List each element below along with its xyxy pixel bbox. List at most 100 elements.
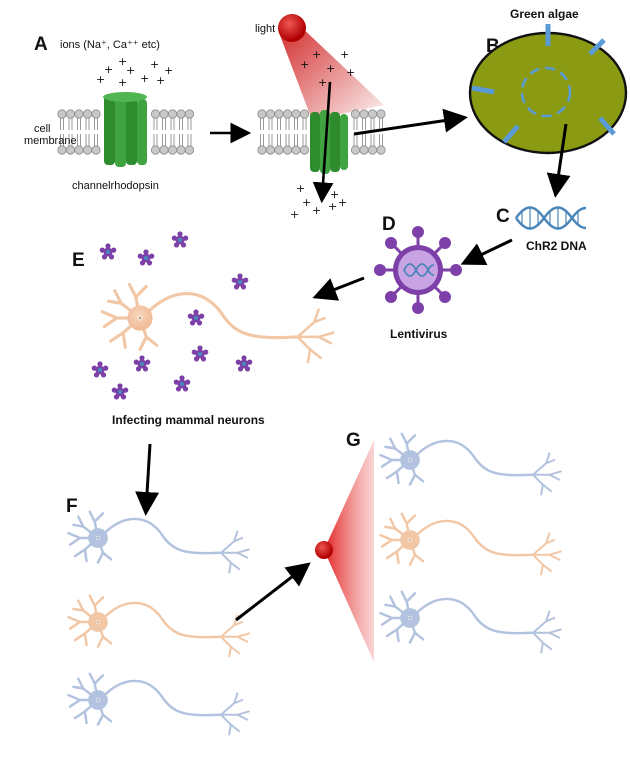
lipid-head: [367, 109, 378, 119]
lentivirus-label: Lentivirus: [390, 327, 448, 341]
lipid-head: [65, 145, 76, 155]
lipid-head: [274, 145, 284, 155]
panel-a: A ions (Na⁺, Ca⁺⁺ etc) +++ +++ +++ cell …: [24, 34, 252, 192]
panel-letter-f: F: [66, 496, 78, 517]
lipid-head: [176, 109, 186, 119]
lipid-head: [367, 145, 378, 155]
channelrhodopsin-label: channelrhodopsin: [72, 180, 159, 192]
lipid-head: [57, 109, 67, 119]
light-source-icon: [315, 541, 333, 559]
lipid-head: [176, 145, 186, 155]
lipid-head: [74, 109, 84, 119]
lipid-head: [91, 109, 101, 119]
lipid-head: [65, 109, 76, 119]
lipid-head: [257, 109, 267, 119]
light-source-icon: [278, 14, 306, 42]
panel-letter-d: D: [382, 214, 396, 235]
svg-text:+: +: [302, 196, 311, 209]
neuron-icon: [67, 672, 251, 736]
svg-text:+: +: [164, 64, 173, 77]
neuron-icon: [67, 594, 251, 658]
svg-text:+: +: [118, 55, 127, 68]
algae-cell-icon: [468, 24, 628, 155]
membrane-icon: [257, 109, 386, 155]
neuron-icon: [379, 432, 563, 496]
light-beam: [278, 24, 384, 120]
svg-text:+: +: [118, 76, 127, 89]
light-label: light: [255, 23, 275, 35]
svg-text:+: +: [150, 58, 159, 71]
lipid-head: [167, 145, 178, 155]
lipid-head: [91, 145, 101, 155]
arrow-virus-to-neuron: [312, 276, 365, 301]
arrow-f-to-g: [235, 562, 311, 622]
membrane-icon: [57, 109, 195, 155]
ions-below: +++ +++ +: [290, 182, 347, 221]
arrow-to-algae: [353, 108, 468, 136]
lipid-head: [159, 145, 169, 155]
lipid-head: [359, 145, 369, 155]
lipid-head: [150, 145, 161, 155]
svg-text:+: +: [338, 196, 347, 209]
neuron-icon: [379, 590, 563, 654]
lipid-head: [299, 109, 310, 119]
lipid-head: [184, 109, 195, 119]
svg-text:+: +: [326, 62, 335, 75]
lipid-head: [359, 109, 369, 119]
lipid-head: [265, 145, 276, 155]
ion-flow-arrow: [312, 81, 334, 204]
virus-icon: [374, 226, 462, 314]
svg-text:+: +: [296, 182, 305, 195]
panel-a-lit: light +++ +++ +++ +++ +: [255, 14, 468, 221]
arrow-algae-to-dna: [546, 123, 571, 198]
svg-text:+: +: [312, 204, 321, 217]
lipid-head: [350, 145, 361, 155]
lipid-head: [265, 109, 276, 119]
svg-text:+: +: [328, 200, 337, 213]
lipid-head: [350, 109, 361, 119]
panel-b: Green algae B: [468, 7, 628, 198]
infecting-neurons-label: Infecting mammal neurons: [112, 413, 265, 427]
svg-text:+: +: [126, 64, 135, 77]
green-algae-label: Green algae: [510, 7, 579, 21]
svg-text:+: +: [104, 63, 113, 76]
arrow-e-to-f: [135, 443, 160, 516]
virus-particles: [91, 231, 253, 400]
lipid-head: [299, 145, 310, 155]
svg-text:+: +: [318, 76, 327, 89]
panel-c: C ChR2 DNA: [460, 206, 587, 266]
chr2-dna-label: ChR2 DNA: [526, 239, 587, 253]
lipid-head: [274, 109, 284, 119]
svg-text:+: +: [330, 188, 339, 201]
lipid-head: [282, 109, 293, 119]
svg-text:+: +: [300, 58, 309, 71]
neuron-icon: [100, 282, 335, 364]
panel-letter-a: A: [34, 34, 48, 55]
lipid-head: [291, 145, 301, 155]
dna-icon: [515, 206, 587, 230]
lipid-head: [159, 109, 169, 119]
svg-text:+: +: [340, 48, 349, 61]
lipid-head: [150, 109, 161, 119]
panel-letter-g: G: [346, 430, 361, 451]
cell-membrane-label: cell membrane: [24, 123, 77, 147]
panel-d: D Lentivirus: [312, 214, 462, 341]
lipid-head: [291, 109, 301, 119]
neuron-icon: [67, 510, 251, 574]
panel-e: E Infecting mammal neurons: [72, 231, 335, 516]
svg-text:+: +: [312, 48, 321, 61]
arrow-dna-to-virus: [460, 238, 513, 266]
lipid-head: [74, 145, 84, 155]
panel-letter-c: C: [496, 206, 510, 227]
svg-text:+: +: [346, 66, 355, 79]
svg-text:+: +: [156, 74, 165, 87]
lipid-head: [282, 145, 293, 155]
lipid-head: [376, 109, 386, 119]
lipid-head: [257, 145, 267, 155]
channelrhodopsin-icon: [103, 92, 147, 167]
ions-in-beam: +++ +++: [300, 48, 355, 89]
lipid-head: [82, 145, 93, 155]
lipid-head: [184, 145, 195, 155]
svg-text:+: +: [140, 72, 149, 85]
